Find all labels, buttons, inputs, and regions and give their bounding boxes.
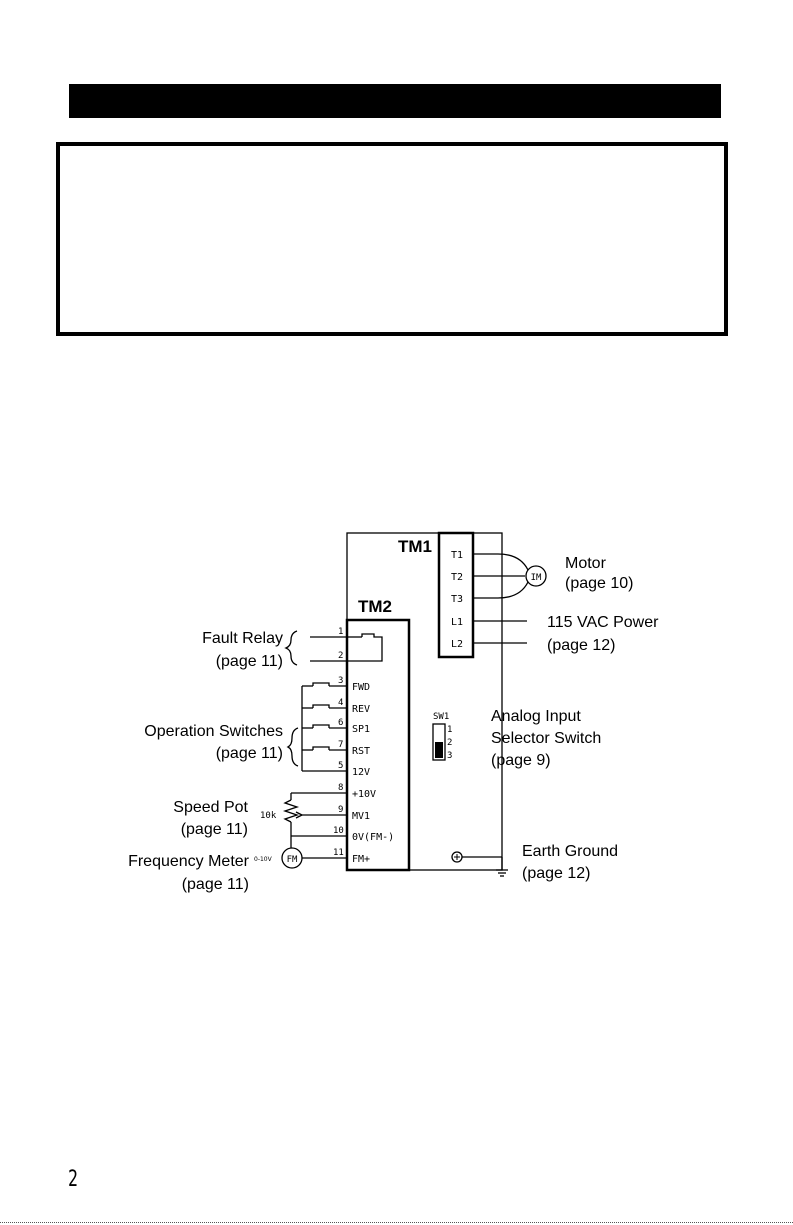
tm1-t2: T2 [451,572,463,583]
tm2-num-4: 4 [338,698,343,708]
pot-wiper-arrow [295,811,303,819]
speed-pot-value: 10k [260,811,277,821]
tm2-num-1: 1 [338,627,343,637]
tm2-num-9: 9 [338,805,343,815]
fm-symbol: FM [287,855,298,865]
motor-page: (page 10) [565,575,634,592]
tm2-num-5: 5 [338,761,343,771]
tm2-rev: REV [352,704,370,715]
section-title-bar [69,84,721,118]
tm2-num-10: 10 [333,826,344,836]
sw1-pos-1: 1 [447,725,452,735]
tm2-12v: 12V [352,767,370,778]
tm2-block [345,618,411,872]
selector-line1: Analog Input [491,708,581,725]
operation-switches-label: Operation Switches [144,723,283,740]
freq-meter-page: (page 11) [182,876,249,893]
tm2-fm: FM+ [352,854,370,865]
sw1-pos-3: 3 [447,751,452,761]
fault-relay-brace [284,630,298,666]
bottom-rule [0,1222,793,1223]
motor-label: Motor [565,555,607,572]
tm1-l1: L1 [451,617,463,628]
tm2-num-8: 8 [338,783,343,793]
fault-relay-page: (page 11) [216,653,283,670]
t3-wire [473,581,529,599]
operation-switches-page: (page 11) [216,745,283,762]
motor-circle [525,565,547,587]
speed-pot-label: Speed Pot [173,799,248,816]
speed-pot-page: (page 11) [181,821,248,838]
tm1-label: TM1 [398,537,432,556]
t1-wire [473,553,529,571]
ground-label: Earth Ground [522,843,618,860]
fault-relay-label: Fault Relay [202,630,283,647]
pot-resistor [282,799,300,823]
tm2-sp1: SP1 [352,724,370,735]
tm2-num-11: 11 [333,848,344,858]
sw1-slider [435,742,443,758]
power-page: (page 12) [547,637,616,654]
tm2-mv1: MV1 [352,811,370,822]
selector-page: (page 9) [491,752,551,769]
tm2-num-2: 2 [338,651,343,661]
selector-line2: Selector Switch [491,730,601,747]
tm2-0v: 0V(FM-) [352,832,394,843]
fault-relay-contact [347,633,383,662]
sw1-body [432,723,446,761]
notice-box [56,142,728,336]
tm2-fwd: FWD [352,682,370,693]
tm1-l2: L2 [451,639,463,650]
ground-page: (page 12) [522,865,591,882]
power-label: 115 VAC Power [547,614,659,631]
sw1-pos-2: 2 [447,738,452,748]
freq-meter-range: 0-10V [254,856,273,863]
tm1-block [437,531,475,659]
tm2-label: TM2 [358,597,392,616]
tm2-num-3: 3 [338,676,343,686]
motor-symbol: IM [531,573,542,583]
tm2-num-7: 7 [338,740,343,750]
tm2-10v: +10V [352,789,376,800]
sw1-label: SW1 [433,712,449,722]
tm2-num-6: 6 [338,718,343,728]
tm1-t1: T1 [451,550,463,561]
page-number: 2 [68,1167,78,1192]
tm1-t3: T3 [451,594,463,605]
op-switch-brace [286,727,299,767]
freq-meter-label: Frequency Meter [128,853,250,870]
tm2-rst: RST [352,746,370,757]
